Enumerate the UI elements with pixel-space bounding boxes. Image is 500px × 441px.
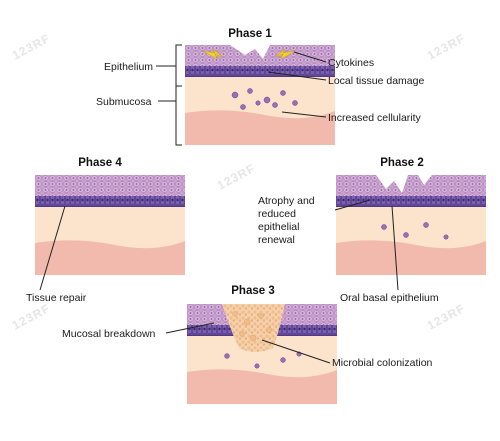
phase-2-title: Phase 2: [380, 157, 423, 169]
cytokine-arrow-left: [202, 48, 224, 60]
label-epithelium: Epithelium: [104, 61, 153, 73]
label-cytokines: Cytokines: [328, 57, 374, 69]
label-increased-cellularity: Increased cellularity: [328, 112, 422, 124]
phase-1-tissue: [184, 44, 336, 146]
label-oral-basal-epithelium: Oral basal epithelium: [340, 292, 439, 304]
phase-3-title: Phase 3: [231, 285, 274, 297]
phase-4-tissue: [34, 174, 186, 276]
label-local-tissue-damage: Local tissue damage: [328, 75, 424, 87]
phase-1-bracket: [156, 44, 182, 146]
label-mucosal-breakdown: Mucosal breakdown: [62, 328, 156, 340]
phase-3-tissue: [186, 303, 338, 405]
label-atrophy-line4: renewal: [258, 234, 295, 246]
label-atrophy-line1: Atrophy and: [258, 195, 315, 207]
cytokine-arrow-right: [274, 48, 296, 60]
label-atrophy-line2: reduced: [258, 208, 296, 220]
phase-1-title: Phase 1: [228, 28, 272, 40]
watermark-logo: 123RF: [10, 31, 53, 63]
watermark-logo: 123RF: [425, 301, 468, 333]
watermark-logo: 123RF: [215, 161, 258, 193]
phase-2-tissue: [335, 174, 487, 276]
label-submucosa: Submucosa: [96, 96, 152, 108]
watermark-logo: 123RF: [425, 31, 468, 63]
phase-4-title: Phase 4: [78, 157, 122, 169]
label-microbial-colonization: Microbial colonization: [332, 357, 433, 369]
label-atrophy-line3: epithelial: [258, 221, 299, 233]
watermark-logo: 123RF: [10, 301, 53, 333]
label-tissue-repair: Tissue repair: [26, 292, 87, 304]
